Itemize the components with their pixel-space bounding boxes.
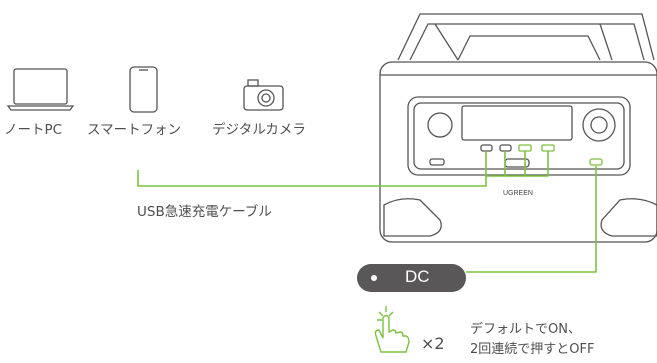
laptop-label: ノートPC <box>4 122 63 138</box>
dc-button[interactable]: DC <box>357 264 466 292</box>
power-station <box>379 13 657 243</box>
dc-note: デフォルトでON、 2回連続で押すとOFF <box>470 320 594 360</box>
dc-note-line2: 2回連続で押すとOFF <box>470 342 595 357</box>
camera-icon <box>243 79 284 111</box>
dc-note-line1: デフォルトでON、 <box>470 322 581 337</box>
dc-connection-line <box>466 166 597 273</box>
brand-logo: UGREEN <box>503 190 533 197</box>
laptop-icon <box>6 68 75 111</box>
usb-connection-lines <box>137 151 549 187</box>
usb-cable-label: USB急速充電ケーブル <box>137 204 272 220</box>
tap-hand-icon <box>374 306 410 353</box>
smartphone-label: スマートフォン <box>87 122 182 138</box>
dc-button-label: DC <box>405 267 430 286</box>
smartphone-icon <box>129 66 158 113</box>
dc-indicator-dot <box>371 275 377 281</box>
camera-label: デジタルカメラ <box>212 122 306 138</box>
press-count: ×2 <box>421 334 445 353</box>
